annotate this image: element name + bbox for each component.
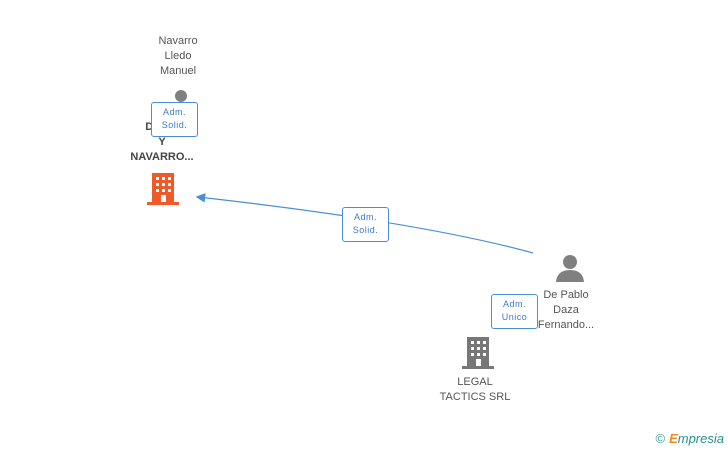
legal-building-icon[interactable] bbox=[462, 335, 494, 371]
depablo-line-1: De Pablo bbox=[543, 289, 589, 301]
depablo-line-2: Daza bbox=[553, 304, 579, 316]
main-company-line-3: NAVARRO... bbox=[130, 151, 194, 163]
navarro-person-label[interactable]: Navarro Lledo Manuel bbox=[138, 34, 218, 79]
role-badge-depablo-company-line-1: Adm. bbox=[353, 212, 377, 222]
role-badge-depablo-legal: Adm. Unico bbox=[491, 294, 538, 329]
navarro-line-2: Lledo bbox=[164, 50, 192, 62]
legal-company-label[interactable]: LEGAL TACTICS SRL bbox=[425, 375, 525, 405]
navarro-line-1: Navarro bbox=[158, 35, 198, 47]
brand-footer: © Empresia bbox=[655, 431, 724, 446]
role-badge-depablo-legal-line-2: Unico bbox=[501, 312, 528, 322]
legal-line-2: TACTICS SRL bbox=[439, 391, 511, 403]
copyright-symbol: © bbox=[655, 431, 666, 446]
navarro-line-3: Manuel bbox=[159, 65, 197, 77]
depablo-line-3: Fernando... bbox=[537, 319, 595, 331]
navarro-person-icon[interactable] bbox=[173, 89, 189, 103]
role-badge-navarro: Adm. Solid. bbox=[151, 102, 198, 137]
person-icon[interactable] bbox=[555, 254, 585, 282]
brand-e: E bbox=[669, 431, 678, 446]
role-badge-navarro-line-2: Solid. bbox=[161, 120, 188, 130]
edge-depablo-to-company bbox=[195, 193, 534, 254]
depablo-person-label[interactable]: De Pablo Daza Fernando... bbox=[526, 288, 606, 333]
role-badge-depablo-legal-line-1: Adm. bbox=[502, 299, 526, 309]
main-company-line-2: Y bbox=[158, 136, 166, 148]
brand-rest: mpresia bbox=[677, 431, 724, 446]
role-badge-navarro-line-1: Adm. bbox=[162, 107, 186, 117]
role-badge-depablo-company: Adm. Solid. bbox=[342, 207, 389, 242]
legal-line-1: LEGAL bbox=[457, 376, 493, 388]
building-icon[interactable] bbox=[147, 171, 179, 207]
role-badge-depablo-company-line-2: Solid. bbox=[352, 225, 379, 235]
